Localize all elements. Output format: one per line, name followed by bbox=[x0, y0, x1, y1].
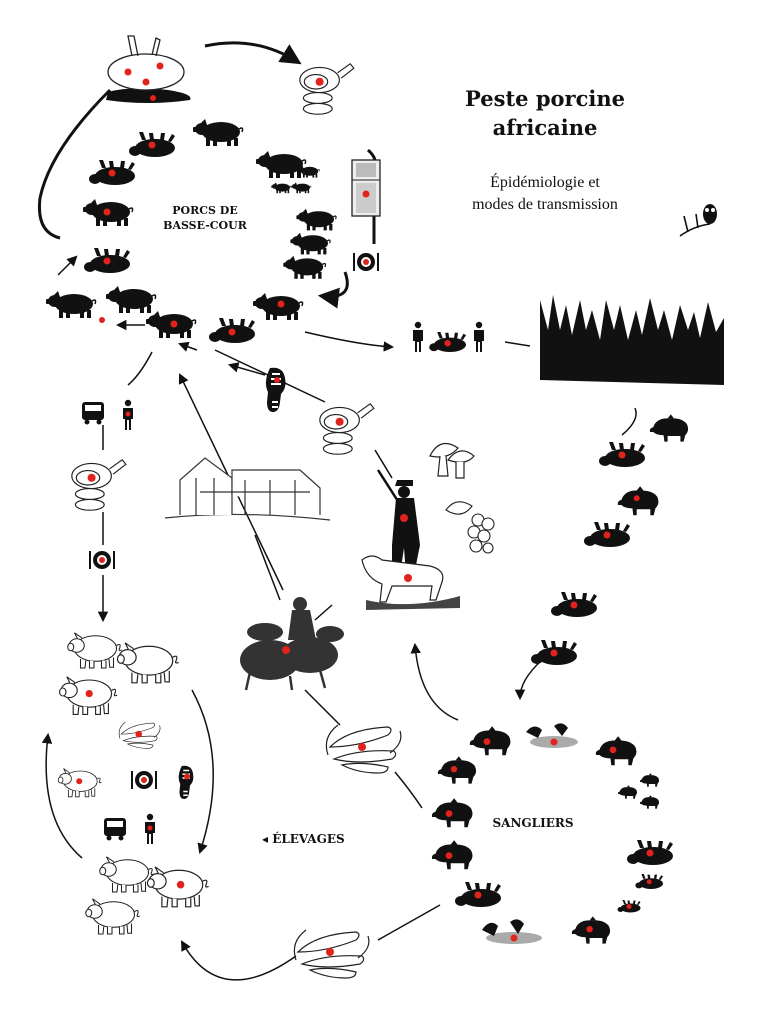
dead-pig-icon bbox=[429, 332, 466, 352]
subtitle-line-2: modes de transmission bbox=[472, 196, 618, 213]
subtitle-line-1: Épidémiologie et bbox=[490, 174, 600, 191]
diagram-title: Peste porcine africaine bbox=[440, 84, 650, 142]
label-backyard-pigs-line-1: PORCS DE bbox=[172, 204, 238, 217]
boot-icon bbox=[178, 765, 194, 799]
label-wild-boars: SANGLIERS bbox=[492, 816, 574, 830]
truck-icon bbox=[104, 818, 126, 841]
ham-icon bbox=[319, 403, 375, 455]
raspberry-icon bbox=[445, 501, 495, 554]
title-line-1: Peste porcine bbox=[465, 86, 625, 111]
farmer-pigs-icon bbox=[240, 597, 344, 691]
ham-icon bbox=[71, 459, 127, 511]
plate-icon bbox=[89, 551, 115, 569]
crow-icon bbox=[526, 723, 578, 748]
truck-icon bbox=[82, 402, 104, 425]
boot-icon bbox=[265, 367, 286, 412]
plate-icon bbox=[131, 771, 157, 789]
owl-icon bbox=[679, 204, 717, 237]
label-backyard-pigs-line-2: BASSE-COUR bbox=[163, 219, 247, 232]
person-icon bbox=[123, 399, 133, 430]
corn-icon bbox=[293, 929, 370, 979]
backyard-pigs-ring bbox=[45, 118, 337, 343]
fridge-icon bbox=[351, 159, 381, 217]
forest-icon bbox=[540, 295, 724, 385]
hunter-icon bbox=[376, 469, 420, 575]
title-line-2: africaine bbox=[492, 115, 598, 140]
pig-icon bbox=[57, 768, 102, 798]
farm-pigs-group-top bbox=[59, 632, 180, 715]
dead-pig-icon bbox=[106, 35, 191, 103]
label-farms: ◂ ÉLEVAGES bbox=[262, 832, 345, 846]
farm-icon bbox=[164, 457, 331, 521]
plate-icon bbox=[353, 253, 379, 271]
dog-icon bbox=[361, 555, 460, 610]
ham-icon bbox=[299, 63, 355, 115]
corn-icon bbox=[118, 721, 161, 749]
mushroom-icon bbox=[429, 442, 475, 479]
crow-icon bbox=[482, 919, 542, 944]
person-icon bbox=[413, 321, 423, 352]
farm-pigs-group-bottom bbox=[85, 856, 210, 935]
corn-icon bbox=[325, 724, 402, 774]
person-icon bbox=[474, 321, 484, 352]
wild-boar-path bbox=[531, 414, 689, 665]
diagram-subtitle: Épidémiologie et modes de transmission bbox=[430, 172, 660, 216]
person-icon bbox=[145, 813, 155, 844]
wild-boars-ring bbox=[431, 723, 673, 944]
label-backyard-pigs: PORCS DE BASSE-COUR bbox=[150, 203, 260, 233]
